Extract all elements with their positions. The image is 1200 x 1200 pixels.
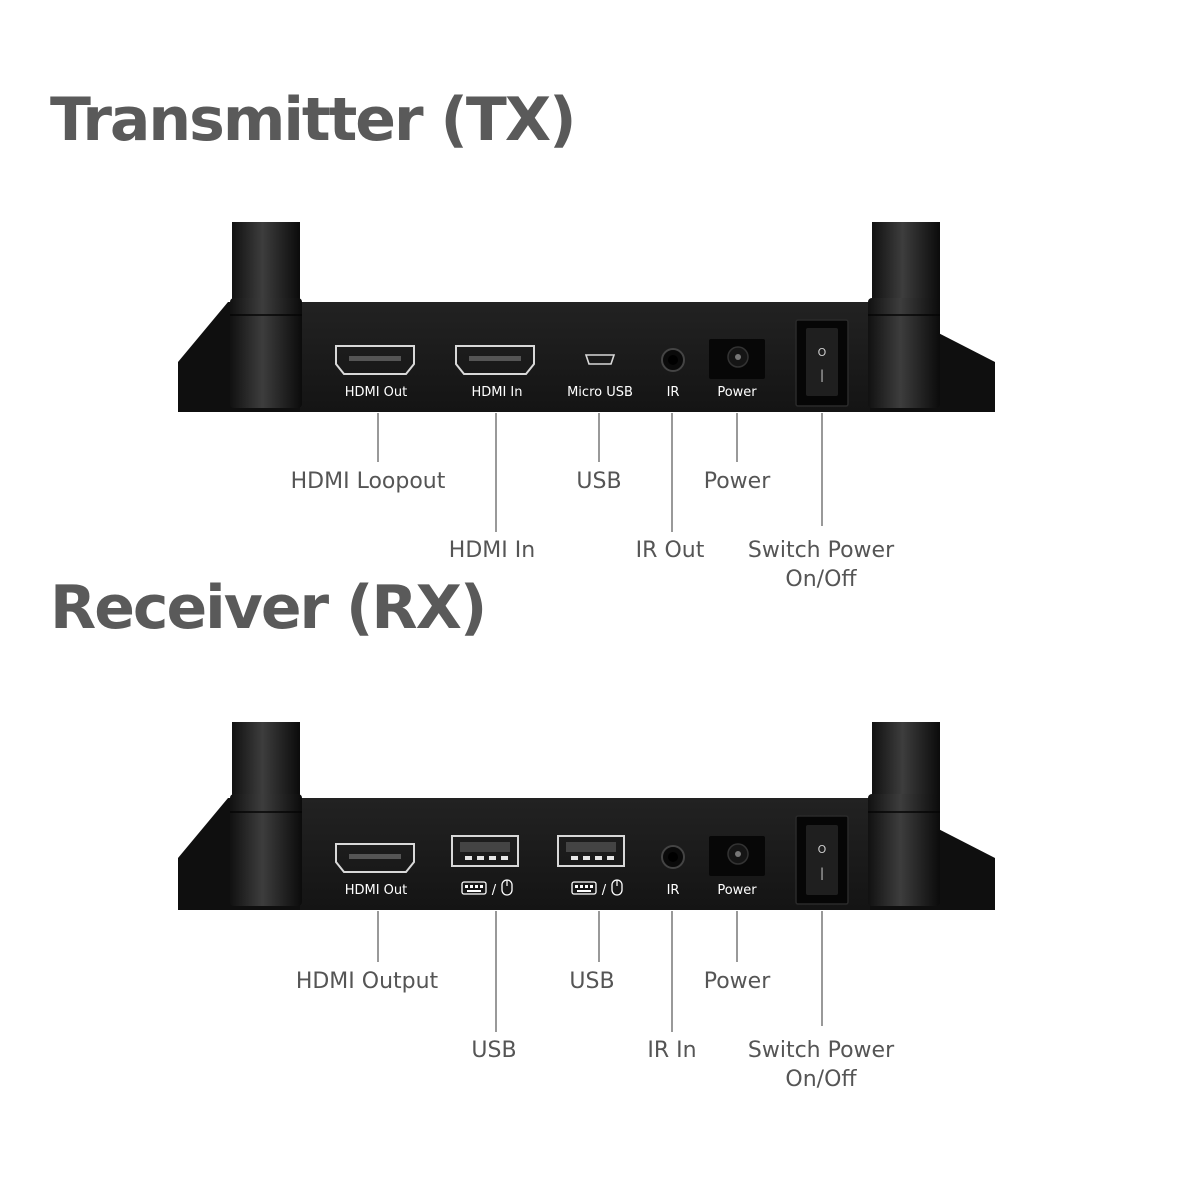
callout-hdmi-in: HDMI In [448,538,536,563]
antenna-icon [872,222,940,312]
leader-lines [377,911,823,1032]
keyboard-icon [571,881,597,895]
callout-switch-line2: On/Off [785,567,857,592]
port-label-ir: IR [667,385,680,400]
keyboard-icon [461,881,487,895]
callout-switch-line1: Switch Power [747,1038,895,1063]
hdmi-port-icon [335,345,415,375]
mouse-icon [611,879,623,896]
transmitter-title: Transmitter (TX) [50,85,576,155]
usb-slash: / [492,883,497,898]
port-label-hdmi-in: HDMI In [471,385,522,400]
antenna-base [868,298,940,408]
hdmi-port-icon [335,843,415,873]
callout-power: Power [703,969,771,994]
antenna-icon [232,222,300,312]
callout-power: Power [703,469,771,494]
antenna-base [868,794,940,906]
callout-usb-1: USB [471,1038,517,1063]
callout-hdmi-loopout: HDMI Loopout [290,469,446,494]
switch-on-glyph: O [818,843,827,856]
receiver-device: HDMI Out / / [178,722,995,1032]
callout-usb-2: USB [569,969,615,994]
hdmi-port-icon [455,345,535,375]
callout-ir-out: IR Out [635,538,705,563]
port-label-ir: IR [667,883,680,898]
ir-jack-icon [661,348,685,372]
callout-switch-power: Switch Power On/Off [748,536,894,594]
transmitter-device: HDMI Out HDMI In Micro USB IR Power O | [178,222,995,532]
callout-switch-line2: On/Off [785,1067,857,1092]
port-label-hdmi-out: HDMI Out [345,385,408,400]
port-label-micro-usb: Micro USB [567,385,633,400]
port-label-power: Power [717,883,757,898]
callout-switch-line1: Switch Power [747,538,895,563]
callout-switch-power: Switch Power On/Off [748,1036,894,1094]
antenna-base [230,298,302,408]
switch-off-glyph: | [820,866,824,880]
switch-off-glyph: | [820,368,824,382]
micro-usb-port-icon [584,354,616,365]
port-label-hdmi-out: HDMI Out [345,883,408,898]
callout-usb: USB [576,469,622,494]
callout-hdmi-output: HDMI Output [295,969,439,994]
usb-port-icon [557,835,625,867]
leader-lines [377,413,823,532]
ir-jack-icon [661,845,685,869]
usb-slash: / [602,883,607,898]
usb-port-icon [451,835,519,867]
antenna-base [230,794,302,906]
switch-on-glyph: O [818,346,827,359]
rocker-switch-icon: O | [795,319,849,407]
dc-power-jack-icon [709,836,765,876]
callout-ir-in: IR In [647,1038,697,1063]
dc-power-jack-icon [709,339,765,379]
mouse-icon [501,879,513,896]
rocker-switch-icon: O | [795,815,849,905]
port-label-power: Power [717,385,757,400]
receiver-title: Receiver (RX) [50,573,487,643]
